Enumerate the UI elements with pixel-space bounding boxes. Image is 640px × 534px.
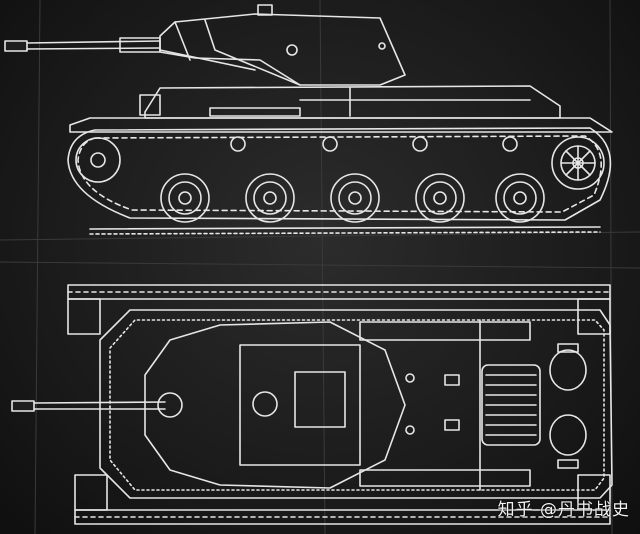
plan-track-lower [74, 474, 611, 525]
road-wheel [245, 173, 295, 223]
deck-fittings [405, 373, 460, 435]
side-gun-barrel [4, 37, 161, 53]
side-hull [69, 85, 613, 133]
plan-track-upper [67, 284, 611, 335]
plan-turret [144, 321, 406, 489]
engine-deck-grille [481, 364, 541, 446]
watermark-text: 知乎 @丹书战史 [497, 500, 630, 520]
idler-wheel [75, 137, 121, 183]
plan-hull [99, 309, 613, 499]
plan-gun [11, 392, 183, 418]
plan-view [11, 284, 613, 525]
road-wheel [415, 173, 465, 223]
side-view [4, 4, 613, 235]
plan-hatches [549, 343, 587, 469]
drive-sprocket [551, 136, 605, 190]
side-turret [159, 4, 406, 86]
road-wheel [330, 173, 380, 223]
road-wheel [160, 173, 210, 223]
return-rollers [230, 136, 518, 152]
side-track [67, 127, 612, 221]
road-wheel [495, 173, 545, 223]
ground-track-strip [89, 226, 601, 235]
road-wheels [160, 173, 545, 223]
